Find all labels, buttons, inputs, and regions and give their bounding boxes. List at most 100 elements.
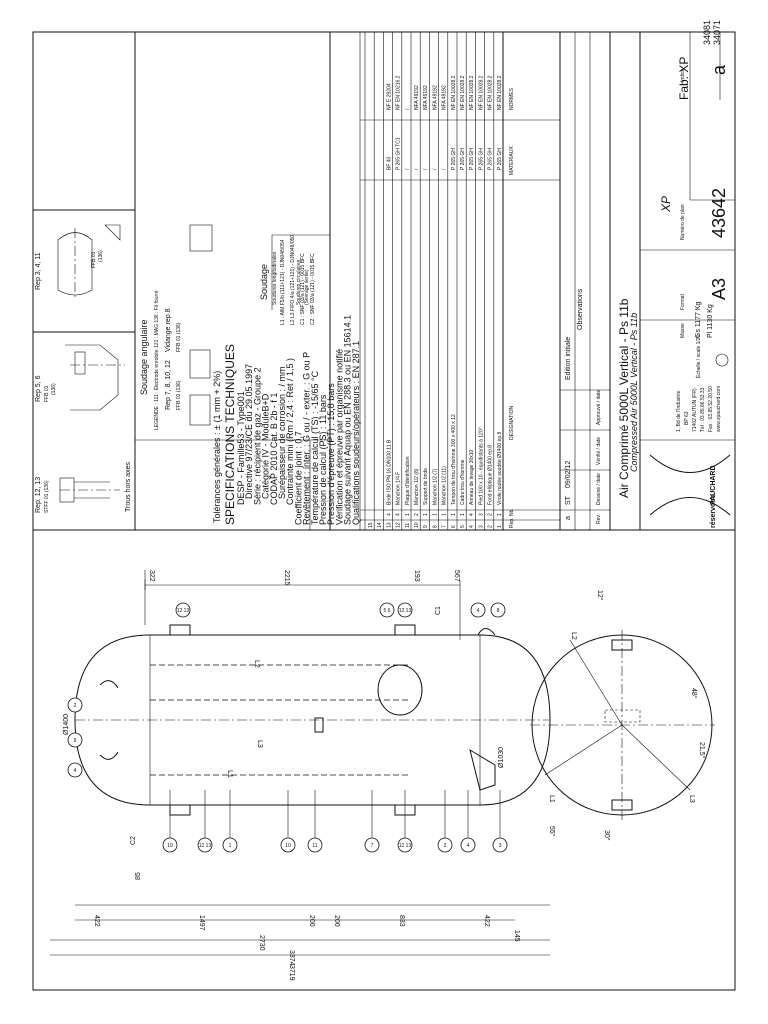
- soudage-row: C2 : SNF 03/a (121) - 0015 BFC: [310, 253, 316, 325]
- top-dim-4: 567: [453, 570, 460, 582]
- spec-line: Catégorie IV - ModuleB+D: [261, 393, 271, 499]
- bom-norm: NF E 29204: [386, 83, 392, 110]
- bom-norm: NFA 49192: [442, 85, 448, 110]
- bom-header: DESIGNATION: [509, 406, 515, 440]
- ref-bubble-label: 12 13: [399, 608, 412, 614]
- soudage-angulaire: Soudage angulaire LEGENDE : 111 : Électr…: [139, 224, 213, 430]
- spec-line: Soudage suivant Aquap ou EN 288.3 ou EN …: [343, 315, 353, 525]
- bom-designation: Plaque d'identification: [405, 456, 411, 505]
- bom-designation: Support de bride: [423, 468, 429, 505]
- ref-bubble: [492, 837, 508, 853]
- bom-header: MATERIAUX: [509, 146, 515, 175]
- masse-pl: Pl 1130 Kg: [707, 304, 714, 338]
- spec-line: Revêtement : inter. : G ou / - exter. : …: [302, 352, 312, 525]
- sheet-frame: [32, 31, 736, 991]
- ref-bubble-label: 12 13: [177, 608, 190, 614]
- bom-designation: Manchon 1/2 (11): [442, 466, 448, 505]
- bom-designation: Tampon de trou d'homme 300 x 400 x 12: [451, 414, 457, 505]
- manhole: [377, 664, 423, 716]
- bom-rep: 7: [442, 525, 448, 528]
- bom-nb: 4: [396, 513, 402, 516]
- detail-rep-3-4-11-label: Rep 3, 4, 11: [35, 252, 42, 290]
- bottom-dim-3: 2730: [258, 935, 265, 951]
- rev-observation: Edition initiale: [565, 337, 572, 380]
- bom-rep: 6: [451, 525, 457, 528]
- spec-line: CODAP 2010 Cat. B 2b - f 1: [269, 393, 279, 505]
- masse-label: Masse: [680, 323, 686, 338]
- ref-bubble: [470, 602, 486, 618]
- sub-title: Compressed Air 5000L Vertical - Ps 11b: [629, 313, 639, 472]
- overall-dim-1: 3374: [288, 950, 295, 966]
- bom-header: Rep.: [509, 517, 515, 528]
- bom-norm: NF EN 10028.2: [460, 75, 466, 110]
- end-l2: L2: [570, 632, 577, 640]
- soudure-long-label: Soudures longitudinales: [272, 251, 278, 305]
- ref-1: 34081: [702, 20, 712, 45]
- bom-material: P 265 GH: [451, 148, 457, 170]
- ref-bubble-label: 11: [312, 843, 317, 849]
- end-angle-30: 30°: [603, 830, 611, 841]
- bom-rep: 5: [460, 525, 466, 528]
- ref-bubble: [437, 837, 453, 853]
- bom-designation: Cadre trou d'homme: [460, 459, 466, 505]
- ref-bubble-label: 9: [74, 738, 77, 744]
- end-angle-215: 21,5°: [698, 742, 706, 759]
- fab-label: Fab. XP: [677, 57, 691, 100]
- ref-bubble: [280, 837, 296, 853]
- detail-rep-5-6: Rep 5, 6 FFB 01 (136): [35, 344, 125, 411]
- c2-label: C2: [130, 836, 137, 845]
- specifications: Tolérances générales : ± (1 mm + 2%) SPE…: [212, 235, 361, 525]
- ref-bubble-label: 12 13: [199, 843, 212, 849]
- bom-norm: NF EN 10028.2: [469, 75, 475, 110]
- bom-norm: NF EN 10216.2: [396, 75, 402, 110]
- bom-rep: 11: [405, 523, 411, 528]
- ref-bubble: [222, 837, 238, 853]
- top-dim-3: 193: [413, 570, 420, 582]
- format-label: Format: [680, 294, 686, 310]
- ref-bubble: [364, 837, 380, 853]
- diameter-label: Ø1400: [63, 714, 70, 735]
- spec-line: Série : récipient de gaz - Groupe 2: [252, 367, 262, 505]
- company-reservoirs: réservoirs: [710, 494, 717, 528]
- detail-rep-5-6-label: Rep 5, 6: [35, 375, 42, 402]
- bom-rep: 9: [423, 525, 429, 528]
- bom-designation: Manchon 1/2 (7): [432, 468, 438, 505]
- soudage-angulaire-legend: LEGENDE : 111 : Électrode enrobée 121 : …: [153, 290, 160, 430]
- dim-85: 85: [135, 872, 142, 880]
- bom-material: P 265 GH: [488, 148, 494, 170]
- c1-label: C1: [435, 606, 442, 615]
- bom-norm: NFA 49192: [423, 85, 429, 110]
- address-line-1: 1, Bd de l'Industrie: [676, 391, 682, 432]
- rev-header-rev: Rev.: [596, 514, 602, 524]
- ref-bubble: [397, 602, 413, 618]
- ref-2: 34071: [712, 20, 722, 45]
- spec-line: Contrainte mini (Rm / 2,4 : Ret / 1,5 ): [285, 358, 295, 505]
- bom-nb: 1: [497, 513, 503, 516]
- bom-rep: 12: [396, 522, 402, 528]
- ref-bubble-label: 7: [371, 843, 374, 849]
- bom-nb: 3: [478, 513, 484, 516]
- fax: Fax : 03.85.52.20.50: [708, 386, 714, 432]
- bom-rep: 8: [432, 525, 438, 528]
- spec-line: Coefficient de joint : 0,7: [293, 431, 303, 525]
- spec-line: Température de calcul (TS) : -15/65 °C: [310, 370, 320, 525]
- rev-header-observations: Observations: [577, 288, 584, 330]
- top-dim-2: 2215: [283, 570, 290, 586]
- bom-nb: 1: [405, 513, 411, 516]
- bom-nb: 1: [442, 513, 448, 516]
- main-title: Air Comprimé 5000L Vertical - Ps 11b: [617, 298, 631, 498]
- spec-line: Vérification et épreuve par organisme no…: [334, 349, 344, 525]
- address-line-3: 71402 AUTUN (FR): [692, 388, 698, 432]
- ref-bubble: [162, 837, 178, 853]
- scale: Échelle / scale 1/20: [695, 334, 702, 378]
- dim-145: 145: [513, 930, 520, 942]
- bom-nb: 1: [432, 513, 438, 516]
- soudage-row: L2 L3 FIFO 4/a (121+121) - DJN048/050: [290, 235, 296, 325]
- bom-designation: Anneau de levage 30x10: [469, 449, 475, 505]
- bom-header: Nb.: [509, 508, 515, 516]
- ref-bubble-label: 2: [444, 843, 447, 849]
- bom-material: /: [432, 168, 438, 170]
